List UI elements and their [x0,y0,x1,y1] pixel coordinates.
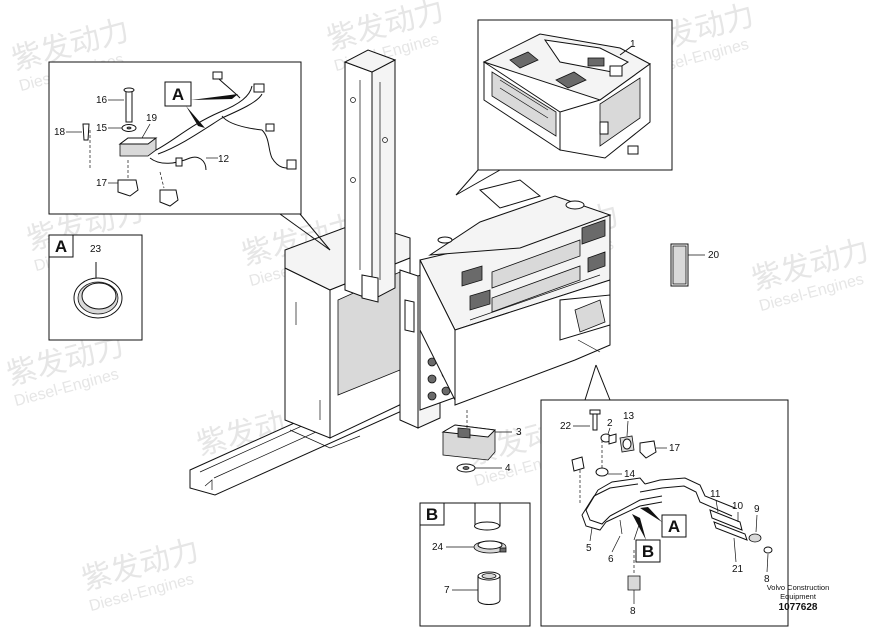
tube-21 [713,521,748,541]
clip-8 [627,575,641,591]
callout-11: 11 [710,489,721,500]
tube-11 [709,509,743,531]
footer-line2: Equipment [780,592,816,601]
bolt-22 [592,413,598,431]
view-a-label: A [172,85,184,104]
callout-1: 1 [630,39,636,50]
callout-8: 8 [630,606,636,617]
view-a-label: A [55,237,67,256]
harness-12 [155,85,253,151]
column-left-face [344,61,373,301]
document-number: 1077628 [778,602,818,613]
main-assembly [189,49,689,496]
pipe-5 [597,477,646,491]
callout-3: 3 [516,427,522,438]
detail-b-mount: B [419,502,531,627]
detail-a-seal: A [48,234,143,341]
callouts: 1 16 15 18 19 12 17 23 20 3 4 24 7 22 2 … [54,39,770,617]
louvre [461,265,483,287]
clip-14 [571,456,585,472]
callout-13: 13 [623,411,635,422]
clamp-17 [639,440,657,459]
view-b-marker [419,502,445,526]
detail-pipe-bracket: A B [540,364,789,627]
callout-15: 15 [96,123,108,134]
vent-opening [509,51,539,69]
callout-24: 24 [432,542,444,553]
louvre [587,251,606,273]
callout-2: 2 [607,418,613,429]
view-a-label: A [668,517,680,536]
callout-7: 7 [444,585,450,596]
callout-22: 22 [560,421,572,432]
callout-8b: 8 [764,574,770,585]
callout-17: 17 [96,178,108,189]
column-right-face [371,59,396,301]
callout-19: 19 [146,113,158,124]
leader-line [584,364,597,401]
detail-harness: A [48,61,331,251]
view-a-marker [661,514,687,538]
stud-7 [477,575,501,605]
upright-post [399,269,419,429]
view-a-marker [164,81,192,107]
callout-14: 14 [624,469,636,480]
callout-9: 9 [754,504,760,515]
callout-10: 10 [732,501,744,512]
callout-4: 4 [505,463,511,474]
clamp-17 [117,179,139,197]
column-top [343,49,397,73]
louvre [469,289,491,311]
footer: Volvo Construction Equipment 1077628 [738,583,858,614]
callout-23: 23 [90,244,102,255]
callout-21: 21 [732,564,744,575]
bolt-16 [125,89,133,123]
callout-18: 18 [54,127,66,138]
louvre [581,219,606,245]
side-panel [284,267,331,439]
pipe-assembly [644,477,736,509]
view-b-label: B [426,505,438,524]
clamp-9 [748,533,762,543]
view-b-marker [635,539,661,563]
leader-line [455,169,479,196]
callout-16: 16 [96,95,108,106]
callout-5: 5 [586,543,592,554]
callout-6: 6 [608,554,614,565]
callout-12: 12 [218,154,230,165]
display-slot [491,239,581,289]
hvac-unit-top [482,33,651,101]
detail-frame [540,399,789,627]
footer-line1: Volvo Construction [766,583,830,592]
callout-17-pipe: 17 [669,443,681,454]
view-a-marker [48,234,74,258]
vent-opening [555,71,587,89]
detail-hvac-unit [455,19,673,196]
callout-20: 20 [708,250,720,261]
clamp-17 [159,189,179,207]
leader-line [299,213,331,251]
view-b-label: B [642,542,654,561]
screw-18 [82,123,90,141]
